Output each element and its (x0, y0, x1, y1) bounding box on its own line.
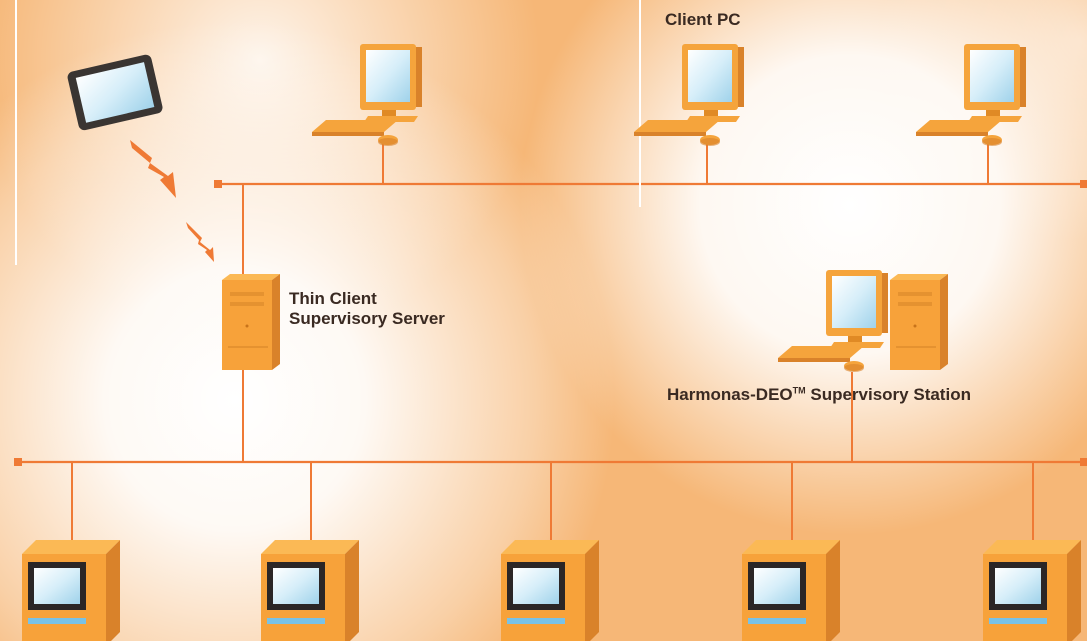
station-tower-icon (890, 274, 948, 370)
upper-network-line (214, 180, 1087, 188)
controller-unit-5 (983, 540, 1081, 641)
wireless-signal-icon (130, 140, 214, 262)
controller-unit-1 (22, 540, 120, 641)
controller-unit-4 (742, 540, 840, 641)
supervisory-station-label: Harmonas-DEOTM Supervisory Station (667, 385, 971, 405)
thin-client-label-line2: Supervisory Server (289, 309, 445, 328)
thin-client-label: Thin Client Supervisory Server (289, 289, 445, 329)
supervisory-station (778, 270, 948, 372)
client-pc-3 (916, 44, 1026, 146)
controller-unit-3 (501, 540, 599, 641)
lower-network-line (14, 458, 1087, 466)
station-name-rest: Supervisory Station (805, 385, 971, 404)
tablet-icon (67, 54, 163, 131)
controller-unit-2 (261, 540, 359, 641)
client-pc-2 (634, 44, 744, 146)
server-tower-icon (222, 274, 280, 370)
network-drops (71, 142, 1034, 540)
desktop-pc-icon (778, 270, 888, 372)
station-name: Harmonas-DEO (667, 385, 793, 404)
client-pc-1 (312, 44, 422, 146)
thin-client-label-line1: Thin Client (289, 289, 377, 308)
client-pc-label: Client PC (665, 10, 741, 29)
trademark-mark: TM (792, 385, 806, 396)
